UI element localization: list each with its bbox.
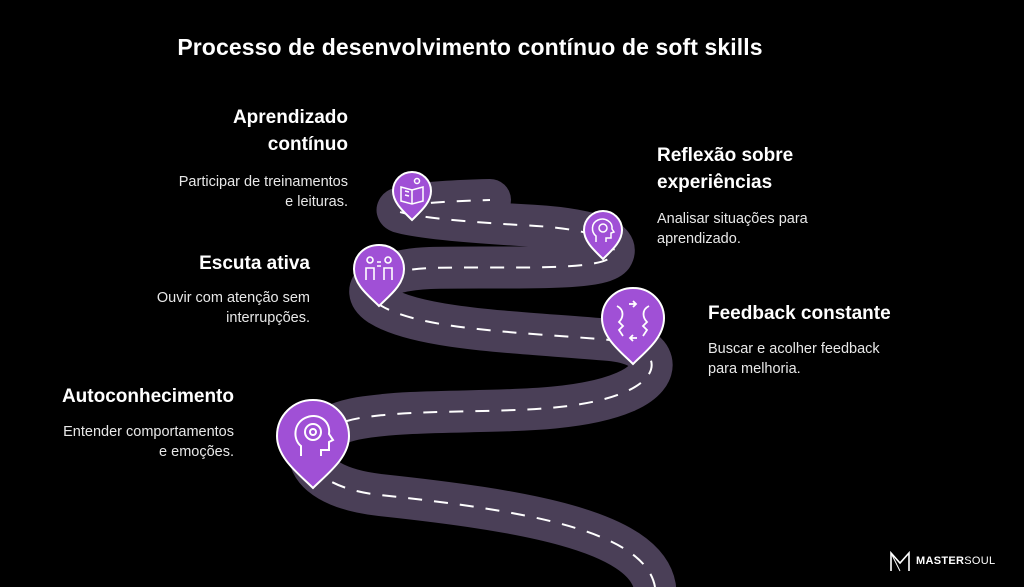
two-people-talking-icon — [365, 256, 393, 280]
step-title: Autoconhecimento — [61, 386, 234, 407]
brain-head-icon — [591, 218, 616, 242]
page-title: Processo de desenvolvimento contínuo de … — [177, 34, 763, 60]
title-line: contínuo — [267, 134, 348, 155]
step-title: Reflexão sobre experiências — [657, 142, 857, 196]
desc-line: Entender comportamentos — [63, 424, 234, 440]
title-line: Aprendizado — [232, 107, 348, 128]
step-description: Buscar e acolher feedback para melhoria. — [708, 339, 928, 379]
book-reading-icon — [400, 177, 424, 205]
brand-part: MASTER — [916, 555, 965, 567]
step-title: Feedback constante — [708, 303, 891, 324]
step-feedback: Feedback constante Buscar e acolher feed… — [708, 300, 928, 379]
step-title: Escuta ativa — [199, 253, 310, 274]
step-description: Entender comportamentos e emoções. — [20, 422, 234, 462]
title-line: Reflexão sobre — [657, 145, 794, 166]
step-description: Ouvir com atenção sem interrupções. — [120, 288, 310, 328]
desc-line: aprendizado. — [657, 231, 741, 247]
brand-name: MASTERSOUL — [916, 555, 995, 567]
desc-line: e emoções. — [159, 444, 234, 460]
title-line: experiências — [657, 172, 773, 193]
brand-part: SOUL — [964, 555, 996, 567]
mastersoul-logo-icon — [890, 550, 910, 572]
step-reflexao: Reflexão sobre experiências Analisar sit… — [657, 142, 857, 249]
pin-feedback — [600, 286, 666, 366]
desc-line: interrupções. — [226, 310, 310, 326]
pin-escuta — [352, 243, 406, 308]
desc-line: Buscar e acolher feedback — [708, 341, 880, 357]
step-title: Aprendizado contínuo — [150, 104, 348, 158]
head-mind-icon — [294, 415, 335, 456]
step-description: Analisar situações para aprendizado. — [657, 209, 857, 249]
step-aprendizado: Aprendizado contínuo Participar de trein… — [150, 104, 348, 212]
faces-exchange-icon — [616, 300, 650, 342]
desc-line: Analisar situações para — [657, 211, 808, 227]
step-description: Participar de treinamentos e leituras. — [150, 172, 348, 212]
pin-reflexao — [582, 209, 624, 261]
brand-logo: MASTERSOUL — [888, 548, 995, 574]
pin-autoconhecimento — [275, 398, 351, 490]
road-center-line — [308, 199, 656, 587]
desc-line: Ouvir com atenção sem — [156, 290, 310, 306]
desc-line: e leituras. — [285, 194, 348, 210]
desc-line: para melhoria. — [708, 361, 801, 377]
pin-aprendizado — [391, 170, 433, 222]
step-autoconhecimento: Autoconhecimento Entender comportamentos… — [20, 383, 234, 462]
step-escuta: Escuta ativa Ouvir com atenção sem inter… — [120, 250, 310, 328]
desc-line: Participar de treinamentos — [178, 174, 348, 190]
